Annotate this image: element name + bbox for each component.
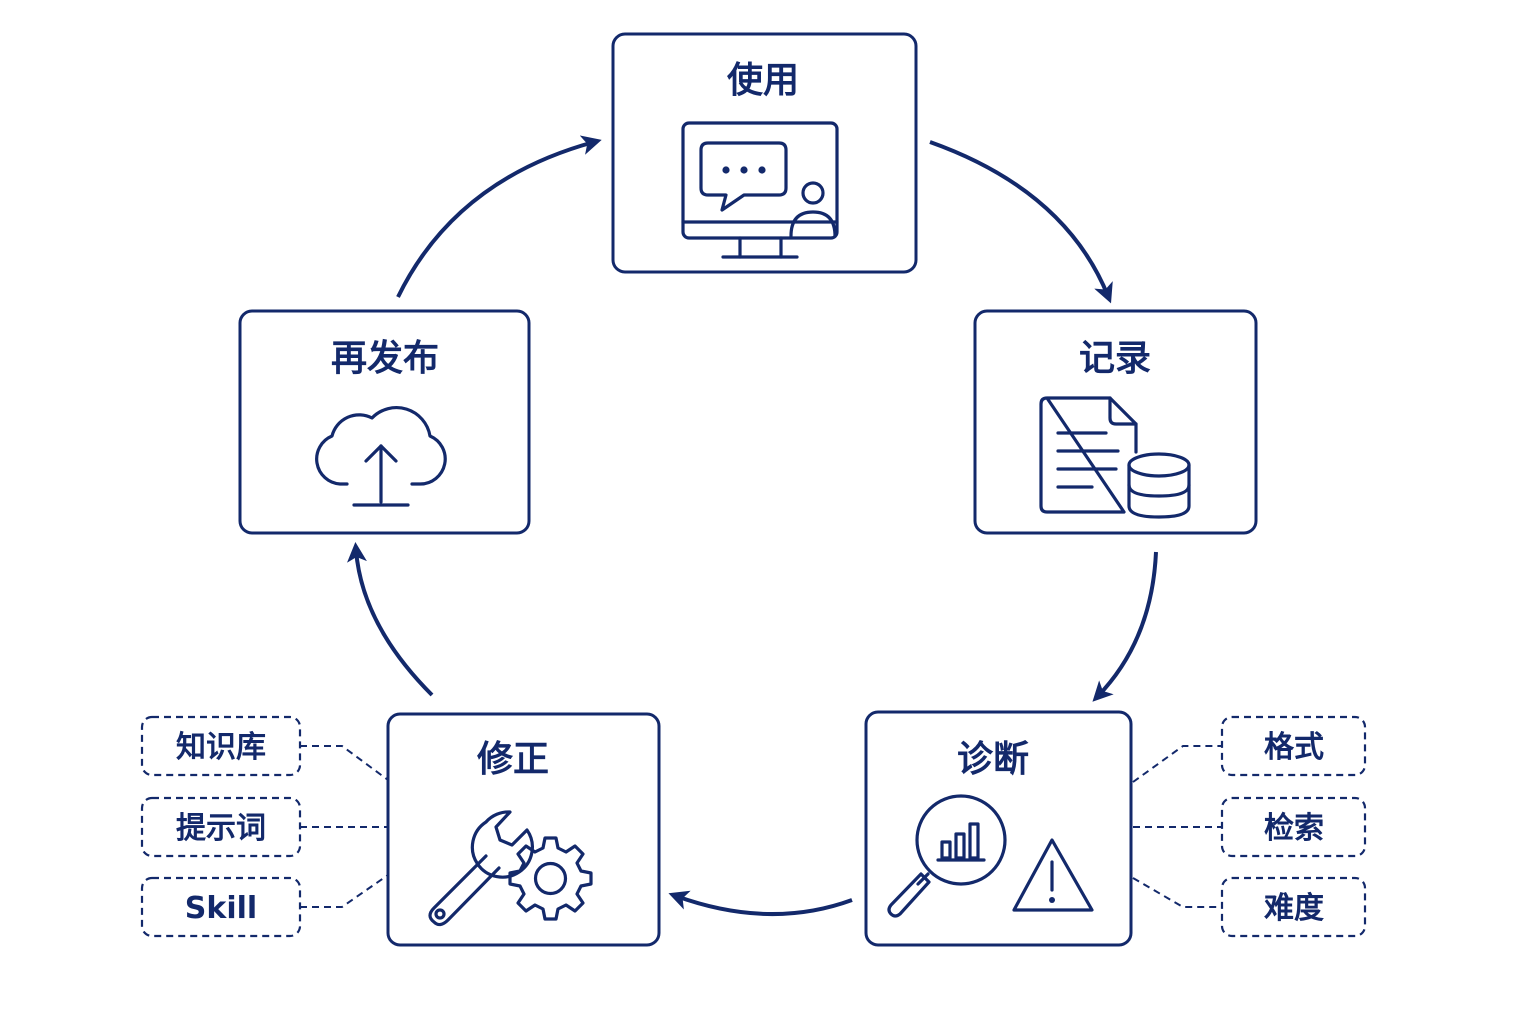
document-database-icon [1039,396,1191,519]
node-republish: 再发布 [238,309,531,535]
diagnose-tag-format: 格式 [1220,715,1367,777]
node-fix-title: 修正 [477,739,549,780]
diagnose-tag-difficulty-label: 难度 [1263,891,1324,926]
node-republish-box [238,309,531,535]
node-diagnose-title: 诊断 [957,739,1029,780]
node-diagnose: 诊断 [864,710,1133,947]
diagnose-tag-format-label: 格式 [1264,730,1324,765]
node-use-box [611,32,918,274]
node-record-title: 记录 [1079,338,1151,379]
connector-fix-tag-3 [300,874,389,908]
diagnose-tag-difficulty: 难度 [1220,876,1367,938]
node-use-title: 使用 [727,60,799,101]
connector-fix-tag-1 [300,745,389,781]
node-record: 记录 [973,309,1258,535]
node-record-box [973,309,1258,535]
node-diagnose-box [864,710,1133,947]
fix-tag-skill: Skill [140,876,302,938]
diagnose-tag-retrieval: 检索 [1220,796,1367,858]
monitor-chat-user-icon [681,121,839,259]
arrow-use-to-record [929,140,1113,304]
connector-diagnose-tag-3 [1132,877,1222,908]
fix-tag-prompt-label: 提示词 [176,811,266,846]
arrow-record-to-diagnose [1092,551,1158,702]
arrow-diagnose-to-fix [668,890,853,916]
diagnose-tag-retrieval-label: 检索 [1264,811,1324,846]
node-use: 使用 [611,32,918,274]
node-fix: 修正 [386,712,661,947]
connector-diagnose-tag-1 [1132,745,1222,783]
fix-tag-knowledge-base-label: 知识库 [176,730,266,765]
fix-tag-skill-label: Skill [185,891,257,926]
arrow-republish-to-use [396,135,602,298]
wrench-gear-icon [428,810,593,927]
magnifier-chart-warning-icon [887,794,1094,918]
arrow-fix-to-republish [346,542,434,697]
node-republish-title: 再发布 [331,338,439,379]
cloud-upload-icon [315,406,447,507]
fix-tag-knowledge-base: 知识库 [140,715,302,777]
fix-tag-prompt: 提示词 [140,796,302,858]
